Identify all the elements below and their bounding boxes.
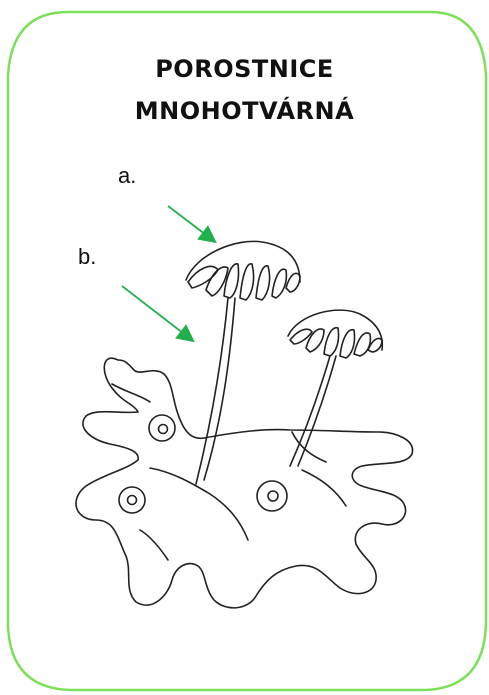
plasmodium-fold-3 — [140, 530, 168, 560]
nucleus-3-inner — [268, 491, 278, 501]
plasmodium-fold-2 — [150, 468, 248, 540]
sporangium-2-gills — [290, 328, 382, 358]
nucleus-2-inner — [128, 496, 137, 505]
plasmodium-fold-1 — [112, 384, 150, 402]
arrow-b — [122, 286, 192, 340]
plasmodium-fold-4 — [302, 470, 346, 506]
nucleus-1-inner — [159, 425, 168, 434]
plasmodium-body — [76, 358, 413, 608]
nucleus-3-outer — [257, 481, 287, 511]
arrow-a — [168, 206, 214, 241]
sporangium-1-gills — [188, 264, 300, 300]
nucleus-1-outer — [149, 415, 175, 441]
stalk-1-right — [204, 298, 235, 480]
nucleus-2-outer — [119, 487, 145, 513]
stalk-2-left — [290, 356, 330, 466]
stalk-2-right — [298, 356, 336, 466]
